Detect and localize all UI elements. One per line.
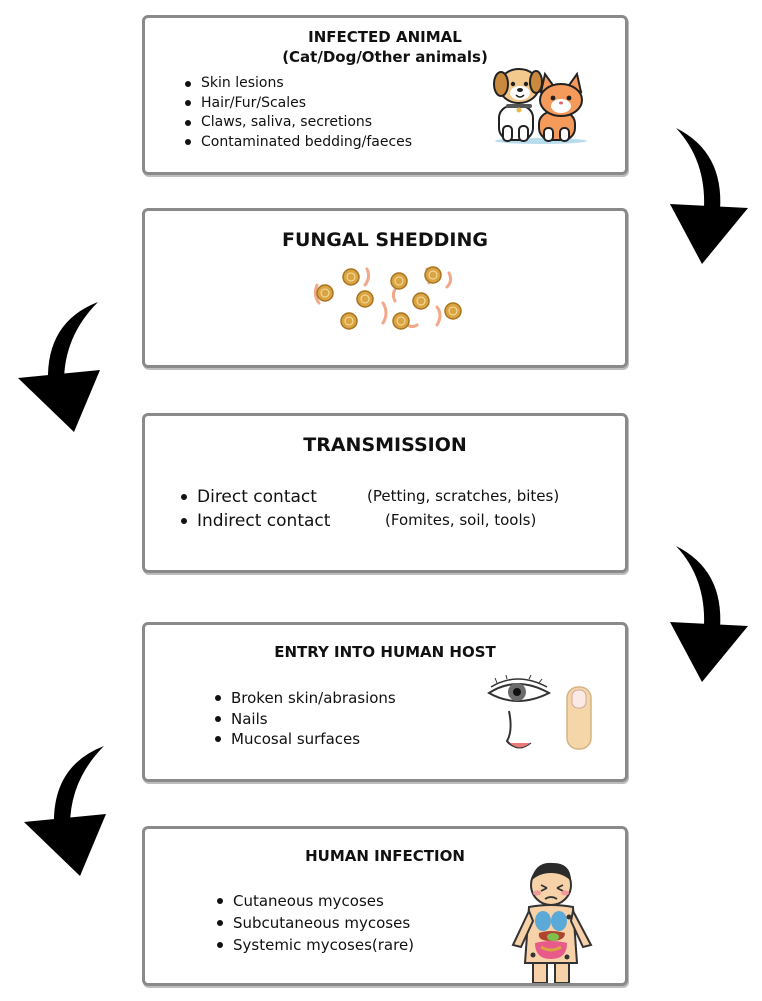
sick-child-organs-icon xyxy=(507,859,597,983)
curved-arrow-icon xyxy=(18,740,114,880)
step-infected-animal: INFECTED ANIMAL (Cat/Dog/Other animals) … xyxy=(142,15,628,175)
step-title: FUNGAL SHEDDING xyxy=(281,229,488,251)
step-title: TRANSMISSION xyxy=(303,434,467,456)
item-note: (Petting, scratches, bites) xyxy=(367,487,560,505)
item-list: Direct contact Indirect contact xyxy=(179,485,330,533)
curved-arrow-icon xyxy=(662,122,752,268)
list-item: Broken skin/abrasions xyxy=(213,688,396,709)
item-note: (Fomites, soil, tools) xyxy=(385,511,537,529)
step-entry-human-host: ENTRY INTO HUMAN HOST Broken skin/abrasi… xyxy=(142,622,628,782)
step-title: ENTRY INTO HUMAN HOST xyxy=(274,643,496,661)
list-item: Skin lesions xyxy=(183,74,412,94)
item-list: Skin lesions Hair/Fur/Scales Claws, sali… xyxy=(183,74,412,152)
step-title: INFECTED ANIMAL xyxy=(308,28,462,46)
fungal-spores-icon xyxy=(305,263,475,335)
dog-and-cat-icon xyxy=(489,62,593,144)
list-item: Nails xyxy=(213,709,396,730)
list-item: Cutaneous mycoses xyxy=(215,890,414,912)
item-list: Cutaneous mycoses Subcutaneous mycoses S… xyxy=(215,890,414,956)
list-item: Contaminated bedding/faeces xyxy=(183,133,412,153)
list-item: Direct contact xyxy=(179,485,330,509)
curved-arrow-icon xyxy=(12,296,108,436)
list-item: Indirect contact xyxy=(179,509,330,533)
list-item: Hair/Fur/Scales xyxy=(183,94,412,114)
step-human-infection: HUMAN INFECTION Cutaneous mycoses Subcut… xyxy=(142,826,628,986)
step-title: HUMAN INFECTION xyxy=(305,847,465,865)
list-item: Subcutaneous mycoses xyxy=(215,912,414,934)
step-fungal-shedding: FUNGAL SHEDDING xyxy=(142,208,628,368)
list-item: Systemic mycoses(rare) xyxy=(215,934,414,956)
curved-arrow-icon xyxy=(662,540,752,686)
item-list: Broken skin/abrasions Nails Mucosal surf… xyxy=(213,688,396,750)
step-subtitle: (Cat/Dog/Other animals) xyxy=(282,48,488,66)
list-item: Claws, saliva, secretions xyxy=(183,113,412,133)
list-item: Mucosal surfaces xyxy=(213,729,396,750)
eye-nose-finger-icon xyxy=(487,675,597,755)
step-transmission: TRANSMISSION Direct contact Indirect con… xyxy=(142,413,628,573)
